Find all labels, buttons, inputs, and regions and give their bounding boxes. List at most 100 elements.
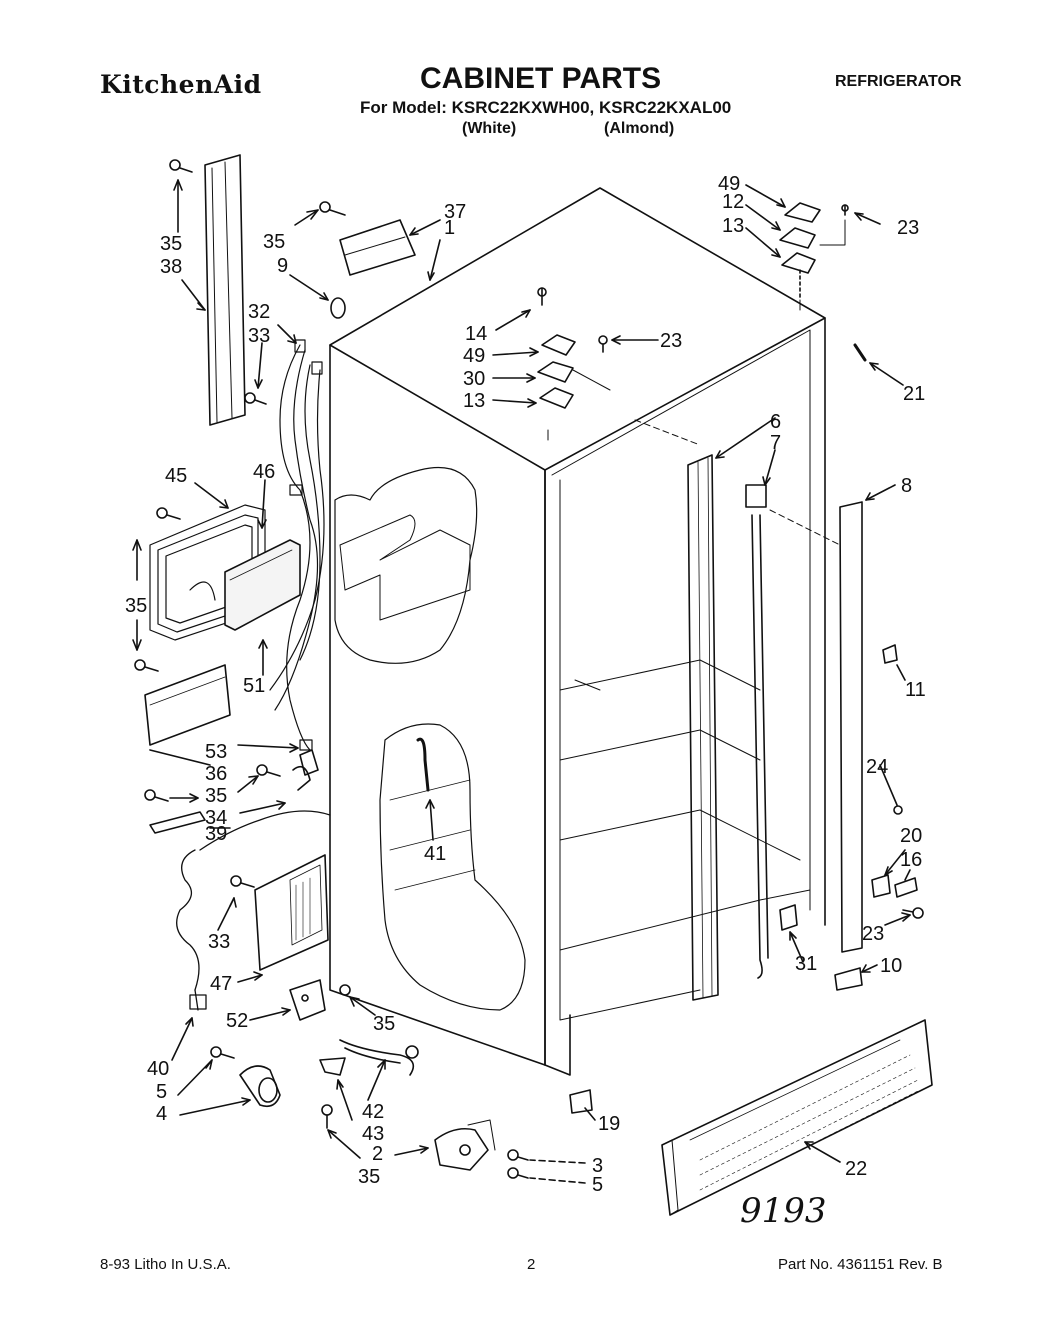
callout-35: 35 <box>373 1013 395 1035</box>
bottom-hinge <box>434 1119 496 1171</box>
callout-19: 19 <box>598 1113 620 1135</box>
screw-icon <box>169 159 193 173</box>
callout-6: 6 <box>770 411 781 433</box>
callout-35: 35 <box>263 231 285 253</box>
screw-icon <box>598 335 608 353</box>
power-cord <box>176 810 331 1011</box>
callout-9: 9 <box>277 255 288 277</box>
screw-icon <box>507 1149 529 1161</box>
callout-37: 37 <box>444 201 466 223</box>
callout-42: 42 <box>362 1101 384 1123</box>
callout-35: 35 <box>125 595 147 617</box>
drain-tube <box>416 737 430 792</box>
clip-icon <box>569 1089 593 1114</box>
screw-icon <box>841 204 849 216</box>
callout-8: 8 <box>901 475 912 497</box>
clip-icon <box>882 644 898 664</box>
callout-32: 32 <box>248 301 270 323</box>
footer-print-info: 8-93 Litho In U.S.A. <box>100 1256 231 1273</box>
callout-47: 47 <box>210 973 232 995</box>
screw-icon <box>321 1104 333 1129</box>
callout-52: 52 <box>226 1010 248 1032</box>
callout-23: 23 <box>660 330 682 352</box>
screw-icon <box>134 659 159 672</box>
screw-icon <box>902 907 924 919</box>
clip-icon <box>292 749 319 791</box>
screw-icon <box>319 201 346 216</box>
callout-53: 53 <box>205 741 227 763</box>
washer-icon <box>893 805 903 815</box>
clip-icon <box>779 904 798 931</box>
mullion-strip <box>687 454 719 1001</box>
defrost-heater <box>224 539 301 631</box>
callout-23: 23 <box>862 923 884 945</box>
spacer-block <box>834 967 863 991</box>
screw-icon <box>339 984 351 996</box>
callout-39: 39 <box>205 823 227 845</box>
callout-35: 35 <box>358 1166 380 1188</box>
callout-7: 7 <box>770 432 781 454</box>
callout-51: 51 <box>243 675 265 697</box>
callout-3: 3 <box>592 1155 603 1177</box>
screw-icon <box>256 764 281 777</box>
callout-34: 34 <box>205 807 227 829</box>
page-title: CABINET PARTS <box>420 62 662 95</box>
callout-11: 11 <box>905 679 926 701</box>
toe-grille <box>661 1019 933 1216</box>
side-cutout-lower <box>379 723 526 1011</box>
callout-1: 1 <box>444 217 455 239</box>
screw-icon <box>230 875 255 888</box>
callout-31: 31 <box>795 953 817 975</box>
water-tube <box>319 1039 419 1076</box>
callout-35: 35 <box>205 785 227 807</box>
bracket-icon <box>289 979 326 1021</box>
cabinet-body <box>329 187 841 1076</box>
callout-20: 20 <box>900 825 922 847</box>
callout-13: 13 <box>722 215 744 237</box>
callout-23: 23 <box>897 217 919 239</box>
screw-icon <box>210 1046 235 1059</box>
variant-white: (White) <box>462 120 517 137</box>
control-panel-box <box>254 854 329 971</box>
top-trim-strip <box>204 154 246 426</box>
top-hinge-left <box>537 334 611 409</box>
callout-10: 10 <box>880 955 902 977</box>
drain-pan <box>144 664 231 746</box>
mullion-cover <box>839 501 863 953</box>
variant-almond: (Almond) <box>604 120 675 137</box>
leveling-roller <box>239 1065 281 1108</box>
grommet-icon <box>330 297 346 319</box>
callout-30: 30 <box>463 368 485 390</box>
callout-40: 40 <box>147 1058 169 1080</box>
damper-bracket <box>871 874 918 898</box>
callout-4: 4 <box>156 1103 167 1125</box>
side-cutout-upper <box>334 466 478 664</box>
model-line: For Model: KSRC22KXWH00, KSRC22KXAL00 <box>360 98 732 117</box>
handwritten-note: 9193 <box>740 1191 827 1231</box>
callout-45: 45 <box>165 465 187 487</box>
callout-35: 35 <box>160 233 182 255</box>
callout-46: 46 <box>253 461 275 483</box>
top-hinge-right <box>779 202 821 301</box>
screw-icon <box>156 507 181 520</box>
callout-43: 43 <box>362 1123 384 1145</box>
footer-page-number: 2 <box>527 1256 536 1273</box>
screw-icon <box>144 789 169 802</box>
product-category: REFRIGERATOR <box>835 73 962 90</box>
callout-33: 33 <box>248 325 270 347</box>
bracket-icon <box>339 219 416 276</box>
callout-33: 33 <box>208 931 230 953</box>
callout-14: 14 <box>465 323 487 345</box>
callout-21: 21 <box>903 383 925 405</box>
callout-5: 5 <box>156 1081 167 1103</box>
screw-icon <box>537 287 547 306</box>
callout-24: 24 <box>866 756 888 778</box>
pin-icon <box>853 343 867 362</box>
callout-41: 41 <box>424 843 446 865</box>
screw-icon <box>507 1167 529 1179</box>
screw-icon <box>244 392 267 405</box>
callout-22: 22 <box>845 1158 867 1180</box>
footer-part-number: Part No. 4361151 Rev. B <box>778 1256 943 1273</box>
callout-12: 12 <box>722 191 744 213</box>
